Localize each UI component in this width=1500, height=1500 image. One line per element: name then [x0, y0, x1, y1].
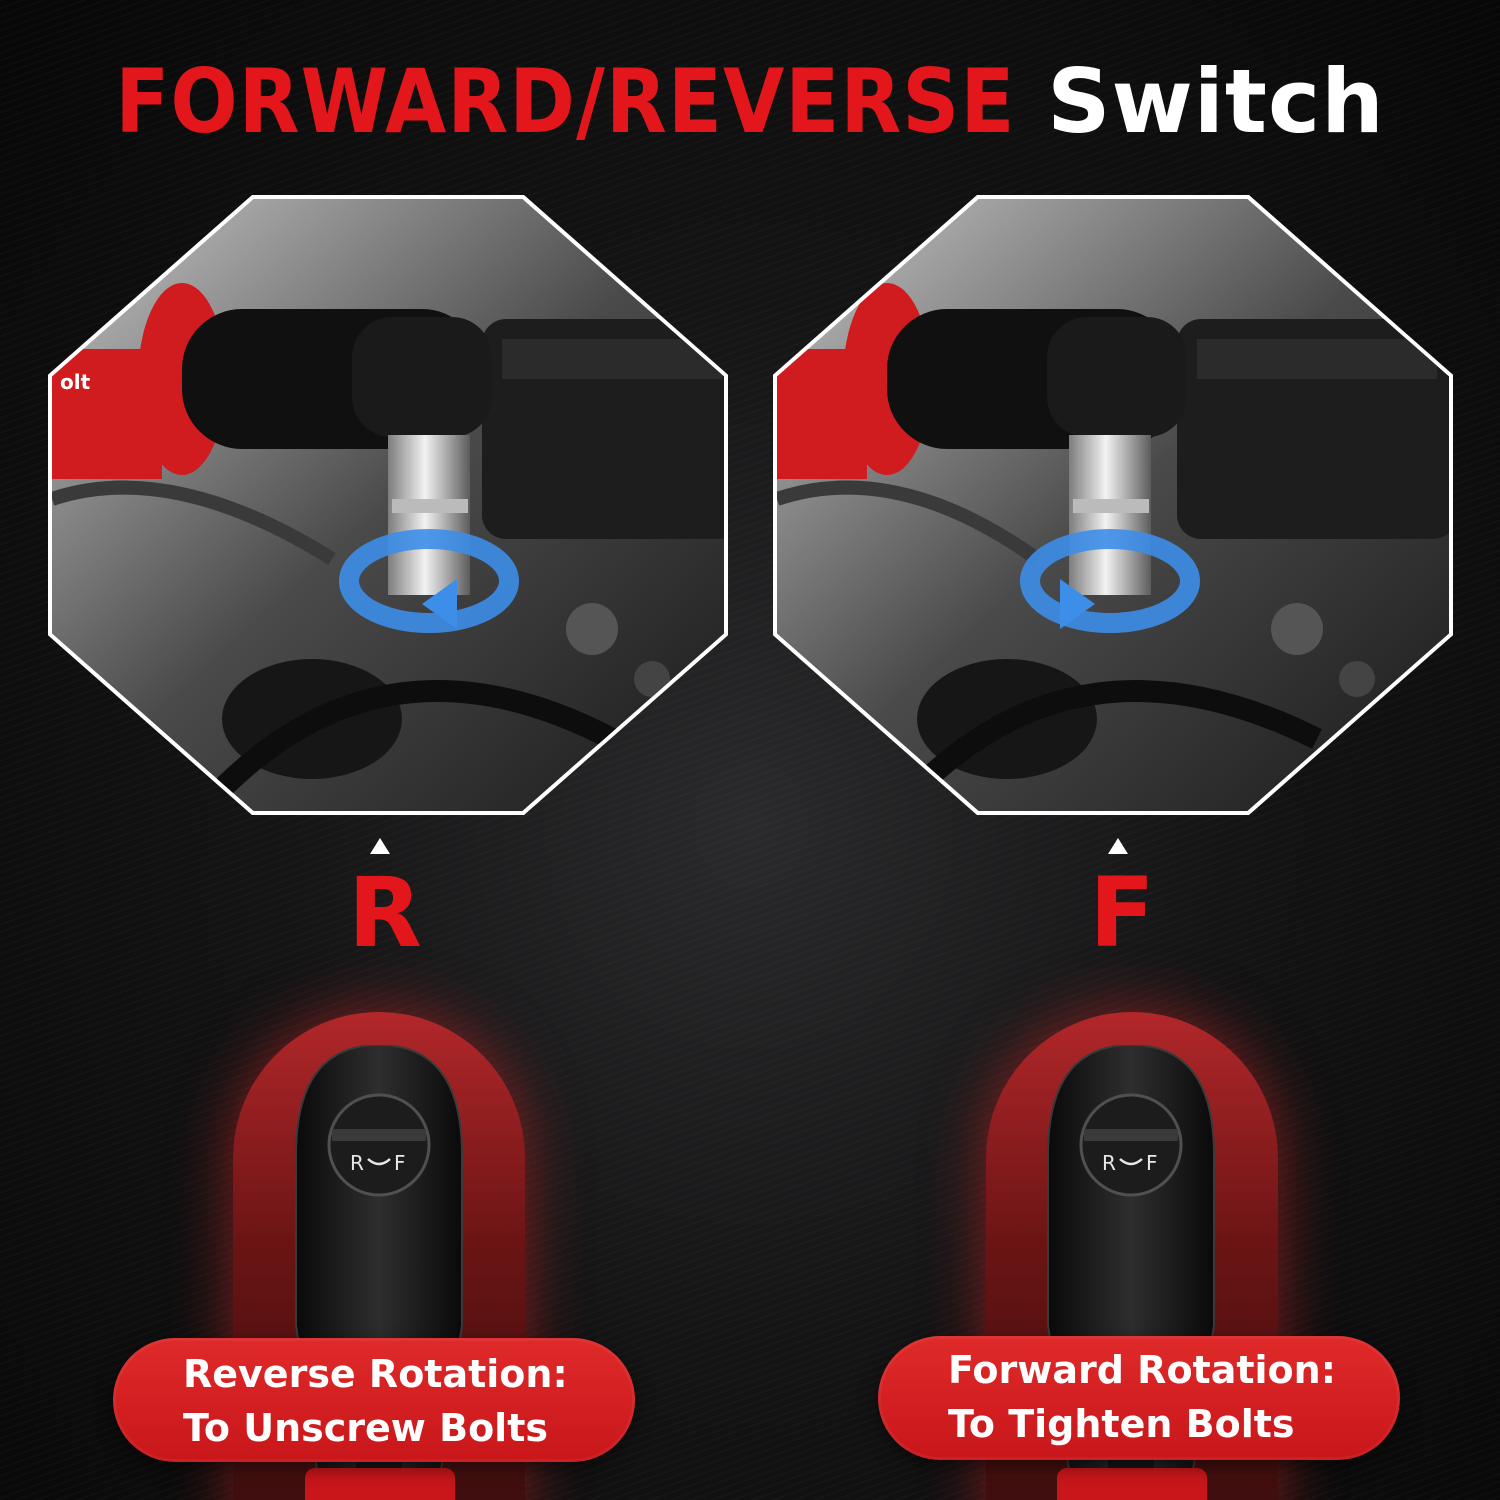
- reverse-switch-label-f: F: [394, 1151, 406, 1175]
- headline: FORWARD/REVERSE Switch: [0, 52, 1500, 152]
- forward-pointer-triangle-icon: [1108, 838, 1128, 854]
- reverse-switch-label-r: R: [350, 1151, 364, 1175]
- forward-tool-grip: [1057, 1468, 1207, 1500]
- forward-switch-label-r: R: [1102, 1151, 1116, 1175]
- reverse-direction-switch-icon: R F: [327, 1093, 431, 1197]
- forward-caption-pill: Forward Rotation: To Tighten Bolts: [878, 1336, 1400, 1460]
- reverse-engine-photo: olt: [52, 199, 724, 811]
- headline-part1: FORWARD/REVERSE: [115, 50, 1016, 153]
- reverse-tool-grip: [305, 1468, 455, 1500]
- forward-caption-line2: To Tighten Bolts: [948, 1402, 1295, 1446]
- reverse-rotation-arrow-icon: [339, 529, 519, 633]
- forward-direction-switch-icon: R F: [1079, 1093, 1183, 1197]
- reverse-caption-line2: To Unscrew Bolts: [183, 1406, 548, 1450]
- forward-caption-line1: Forward Rotation:: [948, 1348, 1336, 1392]
- forward-photo-frame: [773, 195, 1453, 815]
- headline-part2: Switch: [1047, 50, 1385, 153]
- forward-rotation-arrow-icon: [1020, 529, 1200, 633]
- forward-letter: F: [1089, 857, 1155, 969]
- reverse-caption-pill: Reverse Rotation: To Unscrew Bolts: [113, 1338, 635, 1462]
- reverse-photo-frame: olt: [48, 195, 728, 815]
- reverse-caption-line1: Reverse Rotation:: [183, 1352, 568, 1396]
- reverse-pointer-triangle-icon: [370, 838, 390, 854]
- forward-engine-photo: [777, 199, 1449, 811]
- reverse-letter: R: [348, 857, 422, 969]
- brand-text: olt: [60, 370, 91, 394]
- forward-switch-label-f: F: [1146, 1151, 1158, 1175]
